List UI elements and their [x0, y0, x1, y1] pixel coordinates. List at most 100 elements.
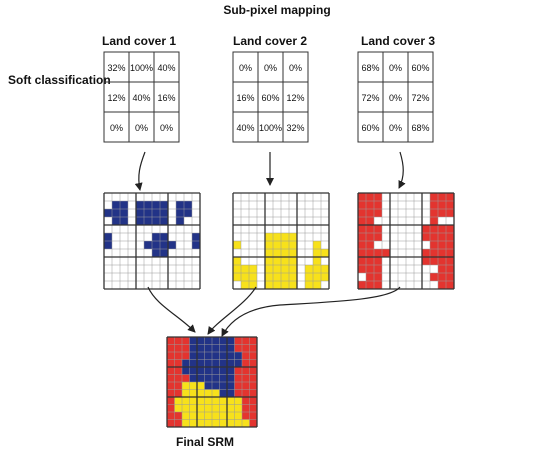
arrow-grid-2-to-final: [207, 286, 257, 335]
final-srm-cell: [197, 374, 205, 382]
final-srm-cell: [212, 359, 220, 367]
sub-pixel-cell: [313, 273, 321, 281]
final-srm-cell: [204, 397, 212, 405]
sub-pixel-cell: [446, 273, 454, 281]
fraction-cell: 0%: [110, 123, 123, 133]
land-cover-3-label: Land cover 3: [361, 34, 435, 48]
final-srm-map: [166, 336, 258, 428]
final-srm-cell: [242, 359, 250, 367]
sub-pixel-cell: [430, 209, 438, 217]
sub-pixel-cell: [265, 273, 273, 281]
sub-pixel-cell: [265, 281, 273, 289]
sub-pixel-cell: [241, 281, 249, 289]
arrow-land-cover-1-to-grid: [134, 151, 146, 191]
sub-pixel-cell: [446, 193, 454, 201]
sub-pixel-cell: [313, 241, 321, 249]
sub-pixel-cell: [430, 225, 438, 233]
final-srm-cell: [204, 344, 212, 352]
fraction-cell: 72%: [361, 93, 379, 103]
sub-pixel-cell: [249, 281, 257, 289]
sub-pixel-cell: [160, 241, 168, 249]
final-srm-cell: [227, 352, 235, 360]
sub-pixel-cell: [233, 257, 241, 265]
sub-pixel-cell: [366, 209, 374, 217]
final-srm-cell: [212, 337, 220, 345]
final-srm-cell: [174, 352, 182, 360]
sub-pixel-cell: [321, 273, 329, 281]
sub-pixel-cell: [358, 193, 366, 201]
final-srm-cell: [219, 352, 227, 360]
final-srm-cell: [204, 352, 212, 360]
final-srm-cell: [234, 374, 242, 382]
fraction-cell: 16%: [157, 93, 175, 103]
sub-pixel-cell: [112, 217, 120, 225]
final-srm-cell: [249, 367, 257, 375]
final-srm-cell: [212, 367, 220, 375]
fraction-cell: 16%: [236, 93, 254, 103]
final-srm-cell: [182, 382, 190, 390]
fraction-cell: 32%: [286, 123, 304, 133]
sub-pixel-cell: [273, 233, 281, 241]
sub-pixel-cell: [120, 201, 128, 209]
fraction-table-2: 0%0%0%16%60%12%40%100%32%: [232, 51, 309, 143]
table-border: [103, 51, 180, 143]
land-cover-2-label: Land cover 2: [233, 34, 307, 48]
sub-pixel-map-1: [103, 192, 201, 290]
final-srm-cell: [234, 337, 242, 345]
final-srm-cell: [197, 397, 205, 405]
final-srm-cell: [167, 337, 175, 345]
sub-pixel-cell: [233, 265, 241, 273]
sub-pixel-cell: [374, 281, 382, 289]
final-srm-cell: [174, 337, 182, 345]
sub-pixel-cell: [281, 257, 289, 265]
sub-pixel-cell: [136, 217, 144, 225]
final-srm-label: Final SRM: [176, 435, 234, 449]
sub-pixel-cell: [358, 265, 366, 273]
final-srm-cell: [182, 412, 190, 420]
sub-pixel-cell: [438, 209, 446, 217]
fraction-cell: 60%: [261, 93, 279, 103]
sub-pixel-cell: [289, 265, 297, 273]
final-srm-cell: [189, 404, 197, 412]
sub-pixel-cell: [176, 217, 184, 225]
sub-pixel-cell: [176, 201, 184, 209]
final-srm-cell: [189, 389, 197, 397]
final-srm-cell: [219, 382, 227, 390]
final-srm-cell: [197, 412, 205, 420]
soft-classification-tables: 32%100%40%12%40%16%0%0%0%0%0%0%16%60%12%…: [103, 51, 434, 143]
final-srm-cell: [174, 344, 182, 352]
final-srm-cell: [212, 404, 220, 412]
final-srm-cell: [227, 374, 235, 382]
fraction-cell: 0%: [389, 93, 402, 103]
sub-pixel-cell: [281, 281, 289, 289]
sub-pixel-cell: [281, 249, 289, 257]
sub-pixel-cell: [430, 257, 438, 265]
final-srm-cell: [234, 382, 242, 390]
final-srm-cell: [174, 389, 182, 397]
sub-pixel-cell: [104, 209, 112, 217]
final-srm-cell: [242, 404, 250, 412]
final-srm-cell: [182, 419, 190, 427]
sub-pixel-cell: [233, 273, 241, 281]
sub-pixel-cell: [446, 265, 454, 273]
final-srm-cell: [182, 359, 190, 367]
final-srm-cell: [204, 412, 212, 420]
final-srm-cell: [249, 359, 257, 367]
final-srm-cell: [242, 337, 250, 345]
sub-pixel-cell: [366, 281, 374, 289]
final-srm-cell: [219, 337, 227, 345]
final-srm-cell: [174, 359, 182, 367]
sub-pixel-cell: [430, 201, 438, 209]
sub-pixel-cell: [438, 281, 446, 289]
final-srm-cell: [242, 352, 250, 360]
final-srm-cell: [242, 412, 250, 420]
sub-pixel-cell: [273, 257, 281, 265]
final-srm-cell: [182, 367, 190, 375]
sub-pixel-cell: [289, 281, 297, 289]
sub-pixel-cell: [430, 241, 438, 249]
sub-pixel-cell: [422, 249, 430, 257]
final-srm-cell: [249, 352, 257, 360]
fraction-cell: 0%: [239, 63, 252, 73]
final-srm-cell: [249, 404, 257, 412]
sub-pixel-cell: [152, 209, 160, 217]
